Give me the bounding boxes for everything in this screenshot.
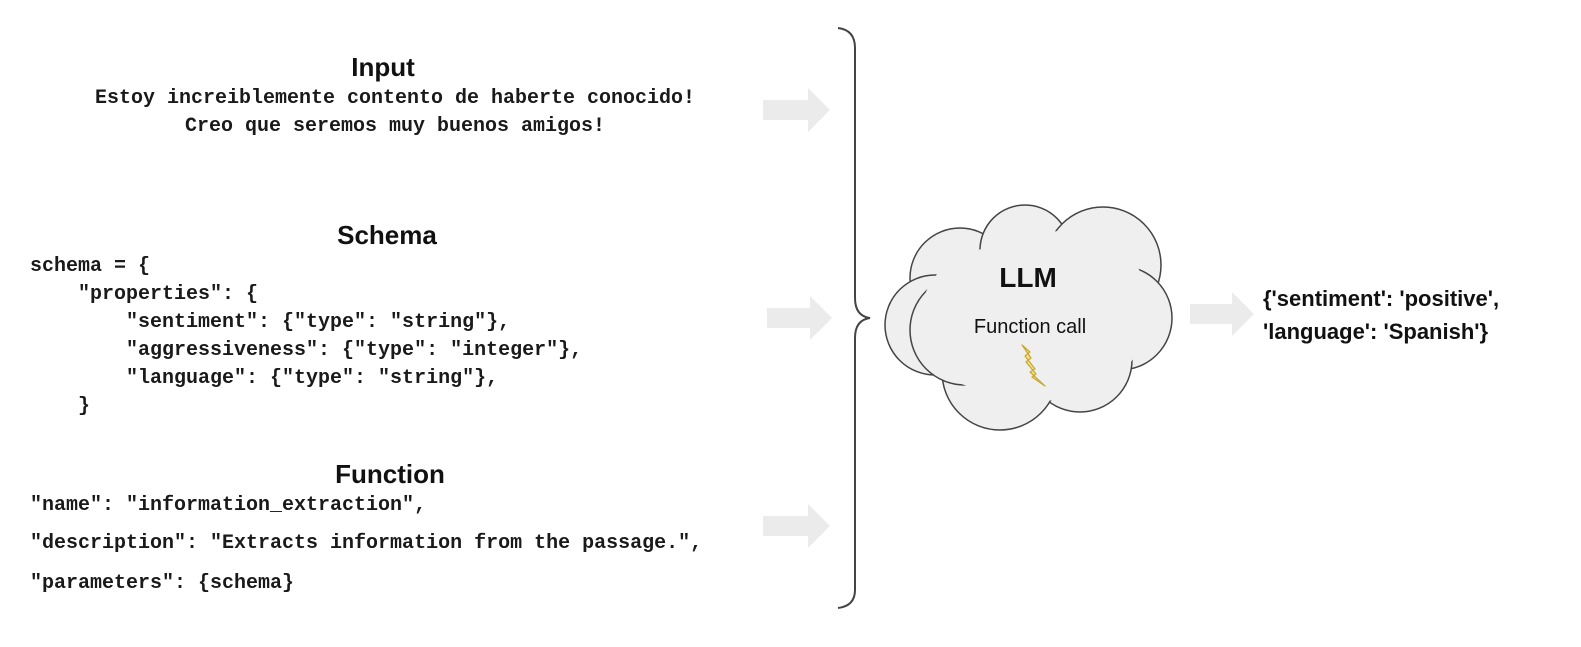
output-arrow bbox=[1190, 292, 1254, 336]
llm-title: LLM bbox=[999, 262, 1057, 293]
output-line-2: 'language': 'Spanish'} bbox=[1263, 319, 1489, 344]
schema-arrow bbox=[767, 296, 832, 340]
lightning-icon bbox=[1021, 344, 1046, 387]
function-heading: Function bbox=[335, 459, 445, 489]
schema-line-3: "sentiment": {"type": "string"}, bbox=[30, 311, 511, 334]
schema-line-4: "aggressiveness": {"type": "integer"}, bbox=[30, 339, 583, 362]
function-line-description: "description": "Extracts information fro… bbox=[30, 532, 703, 555]
right-curly-brace bbox=[837, 27, 871, 609]
llm-cloud bbox=[884, 204, 1173, 431]
input-text-line-1: Estoy increiblemente contento de haberte… bbox=[94, 87, 696, 110]
function-arrow bbox=[763, 504, 830, 548]
schema-line-6: } bbox=[30, 395, 91, 418]
schema-line-1: schema = { bbox=[30, 255, 151, 278]
function-line-parameters: "parameters": {schema} bbox=[30, 572, 295, 595]
schema-line-5: "language": {"type": "string"}, bbox=[30, 367, 499, 390]
input-arrow bbox=[763, 88, 830, 132]
input-heading: Input bbox=[351, 52, 415, 82]
function-call-label: Function call bbox=[973, 316, 1087, 338]
input-text-line-2: Creo que seremos muy buenos amigos! bbox=[184, 115, 606, 138]
function-line-name: "name": "information_extraction", bbox=[30, 494, 427, 517]
schema-line-2: "properties": { bbox=[30, 283, 259, 306]
schema-heading: Schema bbox=[337, 220, 437, 250]
output-line-1: {'sentiment': 'positive', bbox=[1263, 286, 1500, 311]
